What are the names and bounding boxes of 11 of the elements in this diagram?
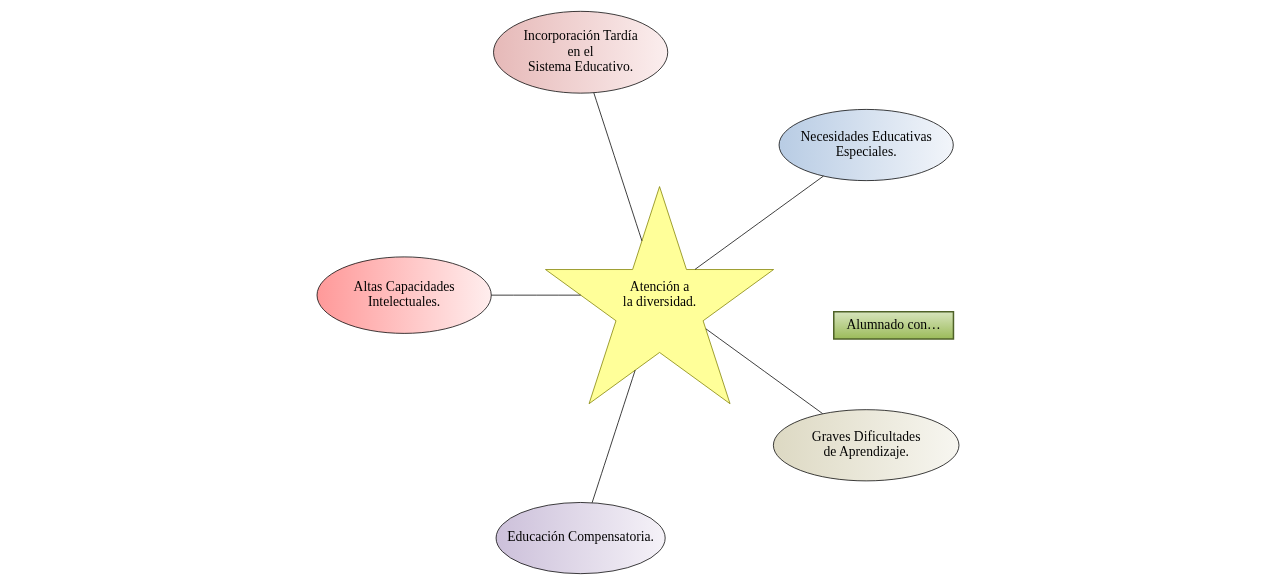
node-ellipse: Graves Dificultades de Aprendizaje. <box>773 409 960 482</box>
connector <box>591 369 636 504</box>
node-box: Alumnado con… <box>833 311 955 340</box>
connector <box>705 328 823 414</box>
node-ellipse: Altas Capacidades Intelectuales. <box>316 256 492 334</box>
node-ellipse: Necesidades Educativas Especiales. <box>778 109 954 181</box>
connector <box>593 92 643 242</box>
connector <box>694 175 824 270</box>
node-ellipse: Incorporación Tardía en el Sistema Educativo. <box>493 10 669 94</box>
node-ellipse: Educación Compensatoria. <box>495 502 666 575</box>
connector <box>490 294 582 296</box>
